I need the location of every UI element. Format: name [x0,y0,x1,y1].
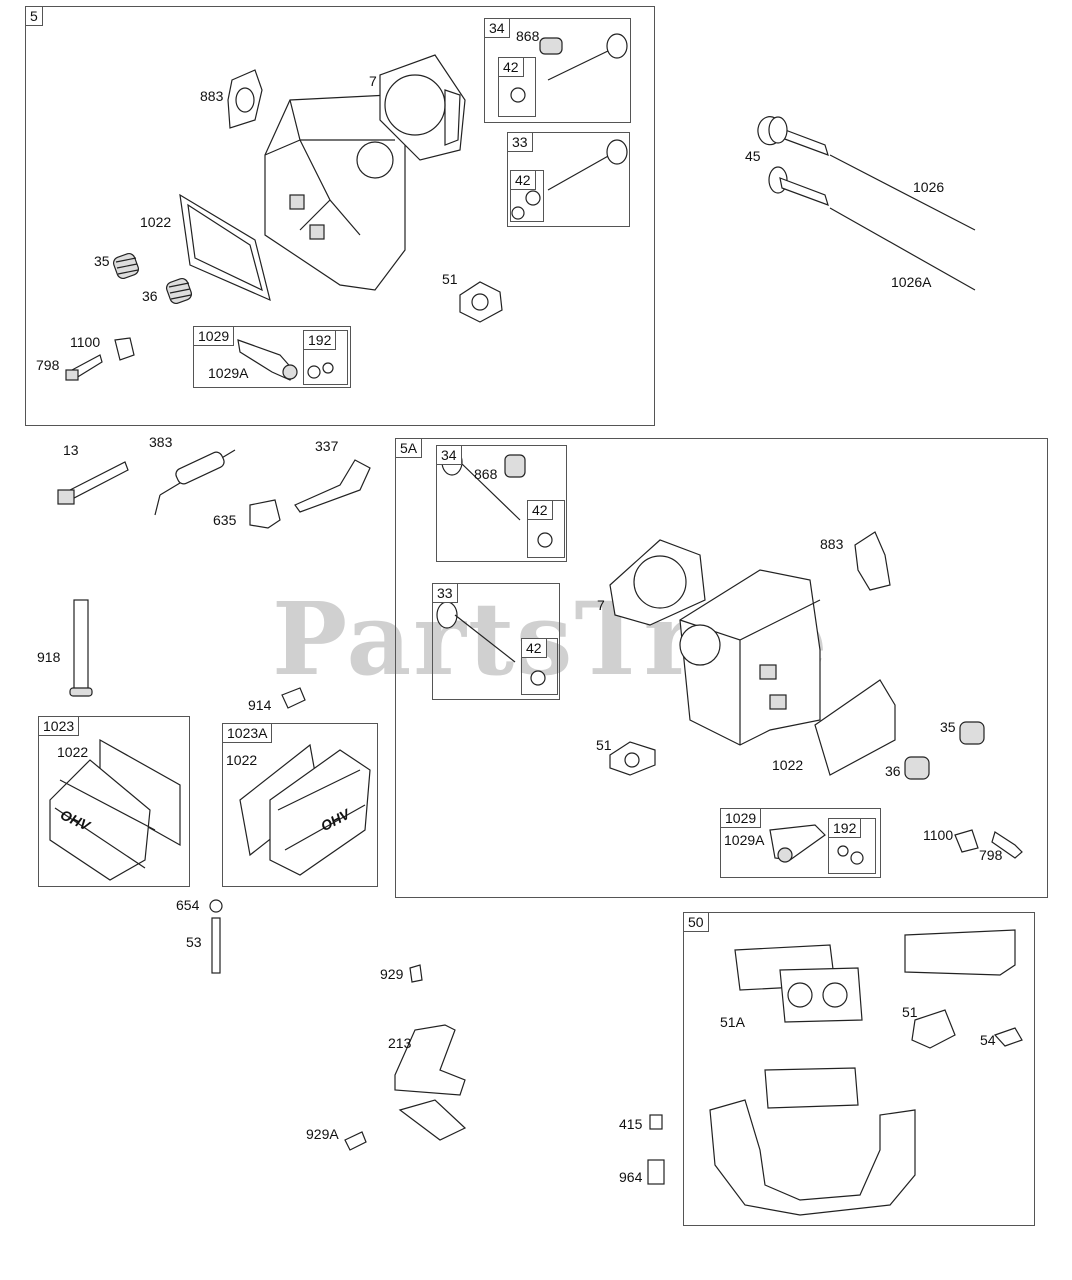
group-192-5A: 192 [828,818,876,874]
group-1029-5A: 1029 [720,808,881,878]
part-label[interactable]: 54 [980,1032,996,1048]
part-label[interactable]: 213 [388,1035,412,1051]
part-label[interactable]: 51 [442,271,458,287]
valve-cover-icon [49,738,371,881]
pushrod-icon [829,154,976,291]
group-label: 42 [522,639,547,658]
group-33-5A: 33 [432,583,560,700]
boot-icon [249,499,281,529]
part-label[interactable]: 1100 [923,827,954,843]
part-label[interactable]: 7 [597,597,605,613]
part-label[interactable]: 1029A [208,365,249,381]
part-label[interactable]: 883 [200,88,224,104]
intake-gasket-icon [227,69,263,129]
group-label: 33 [433,584,458,603]
group-label: 1029 [194,327,235,346]
group-label: 34 [485,19,510,38]
part-label[interactable]: 1022 [140,214,172,230]
head-gasket-icon-2 [609,539,706,626]
part-label[interactable]: 918 [37,649,61,665]
part-label[interactable]: 798 [979,847,1003,863]
group-42-top-a: 42 [498,57,536,117]
group-192-top: 192 [303,330,348,385]
valve-icon [547,49,611,81]
part-label[interactable]: 13 [63,442,79,458]
cover-gasket-icon-2 [814,679,896,776]
part-label[interactable]: 868 [474,466,498,482]
group-label: 50 [684,913,709,932]
group-label: 5A [396,439,423,458]
group-42-top-b: 42 [510,170,544,222]
part-label[interactable]: 35 [94,253,110,269]
group-34-top: 34 [484,18,631,123]
part-label[interactable]: 51 [902,1004,918,1020]
group-label: 42 [499,58,524,77]
head-bolt-icon [69,461,129,499]
part-label[interactable]: 964 [619,1169,643,1185]
part-label[interactable]: 914 [248,697,272,713]
part-label[interactable]: 36 [142,288,158,304]
group-1023A: 1023A [222,723,378,887]
valve-spring-icon [112,252,193,305]
group-label: 42 [528,501,553,520]
group-5A: 5A [395,438,1048,898]
group-label: 42 [511,171,536,190]
group-label: 192 [829,819,862,838]
group-label: 1023 [39,717,80,736]
part-label[interactable]: 883 [820,536,844,552]
group-1023: 1023 [38,716,190,887]
group-label: 1023A [223,724,273,743]
part-label[interactable]: 51A [720,1014,745,1030]
part-label[interactable]: 1029A [724,832,765,848]
part-label[interactable]: 7 [369,73,377,89]
part-label[interactable]: 868 [516,28,540,44]
group-33-top: 33 [507,132,630,227]
part-label[interactable]: 51 [596,737,612,753]
head-gasket-icon [379,54,466,161]
part-label[interactable]: 383 [149,434,173,450]
part-label[interactable]: 36 [885,763,901,779]
cover-gasket-icon [179,193,271,302]
cylinder-head-icon [264,94,406,291]
part-label[interactable]: 798 [36,357,60,373]
part-label[interactable]: 337 [315,438,339,454]
sleeve-icon [647,1159,665,1185]
tube-icon [73,599,89,693]
part-label[interactable]: 1022 [772,757,804,773]
group-label: 192 [304,331,337,350]
cylinder-head-icon-2 [679,569,821,746]
group-42-5A-b: 42 [521,638,558,695]
group-34-5A: 34 [436,445,567,562]
group-42-5A-a: 42 [527,500,565,558]
part-label[interactable]: 929 [380,966,404,982]
part-label[interactable]: 1026A [891,274,932,290]
part-label[interactable]: 53 [186,934,202,950]
part-label[interactable]: 1022 [226,752,258,768]
part-label[interactable]: 1022 [57,744,89,760]
part-label[interactable]: 654 [176,897,200,913]
part-label[interactable]: 635 [213,512,237,528]
part-label[interactable]: 1026 [913,179,945,195]
spark-plug-icon [294,459,371,513]
group-label: 5 [26,7,43,26]
part-label[interactable]: 929A [306,1126,339,1142]
group-label: 34 [437,446,462,465]
plug-icon [649,1114,663,1130]
group-label: 33 [508,133,533,152]
group-50: 50 [683,912,1035,1226]
exhaust-gasket-icon [459,281,503,323]
bracket-icon [394,1024,466,1096]
group-5: 5 [25,6,655,426]
rocker-arm-icon [237,339,296,381]
part-label[interactable]: 1100 [70,334,101,350]
part-label[interactable]: 35 [940,719,956,735]
group-1029-top: 1029 [193,326,351,388]
exhaust-manifold-icon [709,929,1023,1216]
group-label: 1029 [721,809,762,828]
part-label[interactable]: 415 [619,1116,643,1132]
part-label[interactable]: 45 [745,148,761,164]
